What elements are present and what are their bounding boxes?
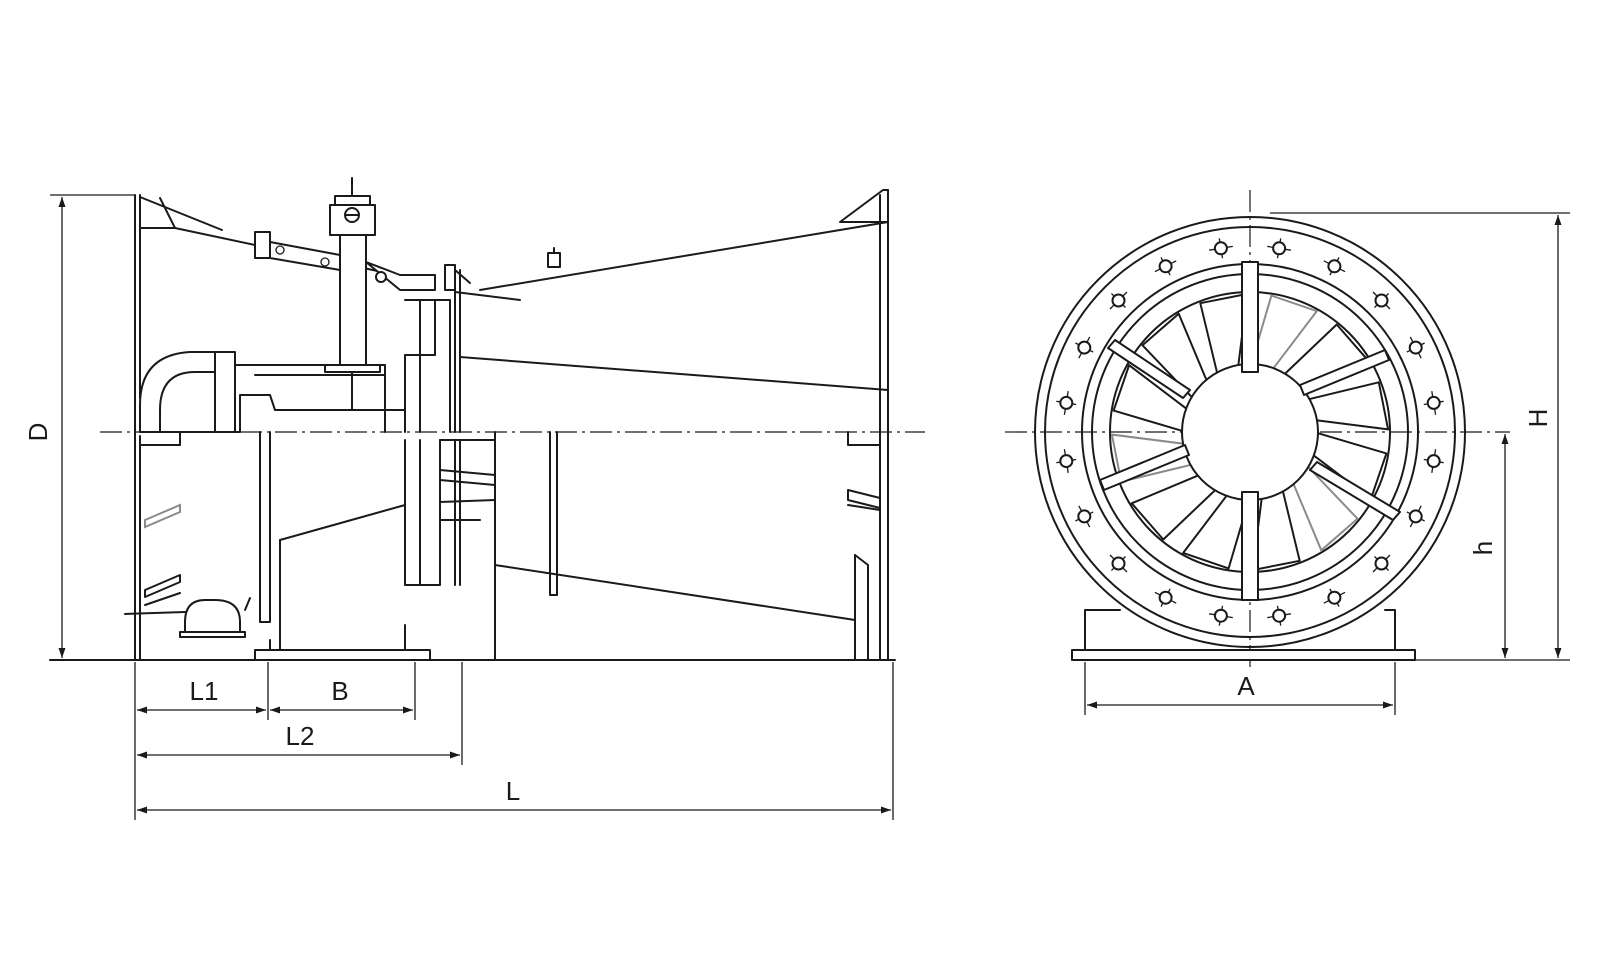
impeller-blades <box>1110 292 1390 572</box>
bolt-hole <box>1154 257 1177 276</box>
flange-outer-ring <box>1034 216 1466 648</box>
bolt-hole <box>1323 588 1346 607</box>
label-h-lower: h <box>1468 541 1498 555</box>
bolt-hole <box>1109 554 1128 573</box>
outlet-vane-line <box>847 504 881 511</box>
label-h-upper: H <box>1523 409 1553 428</box>
bolt-hole <box>1109 291 1128 310</box>
bolt-hole <box>1208 605 1233 626</box>
guide-vane-1 <box>144 503 181 529</box>
bolt-hole <box>1056 390 1077 415</box>
motor-base <box>254 431 558 661</box>
elbow-pipe <box>139 351 386 433</box>
flange-ring-2 <box>1044 226 1456 638</box>
bolt-hole <box>1372 291 1391 310</box>
bolt-hole <box>1267 238 1292 259</box>
guide-vane-2 <box>144 574 181 598</box>
bolt-hole <box>1075 336 1094 359</box>
top-actuator <box>254 177 561 411</box>
bolt-hole <box>1075 505 1094 528</box>
upper-shell <box>174 189 889 661</box>
hub-block <box>384 269 521 433</box>
label-l2: L2 <box>286 721 315 751</box>
front-base <box>1071 609 1416 661</box>
bolt-hole <box>1323 257 1346 276</box>
outlet-lip <box>847 431 881 446</box>
label-l: L <box>506 776 520 806</box>
bolt-hole <box>1056 449 1077 474</box>
bolt-hole <box>1423 390 1444 415</box>
label-b: B <box>331 676 348 706</box>
label-a: A <box>1237 671 1255 701</box>
bolt-hole <box>1423 449 1444 474</box>
inlet-bell <box>134 194 223 661</box>
bolt-hole <box>1406 336 1425 359</box>
side-view <box>49 177 925 661</box>
guide-vane-3 <box>144 592 181 606</box>
outlet-vane <box>847 489 881 509</box>
front-view <box>1005 190 1510 670</box>
bolt-hole <box>1406 505 1425 528</box>
label-l1: L1 <box>190 676 219 706</box>
side-dimensions: D L1 B L2 L <box>23 194 894 820</box>
label-d: D <box>23 423 53 442</box>
bolt-hole <box>1267 605 1292 626</box>
bottom-motor <box>124 597 251 638</box>
bolt-hole <box>1208 238 1233 259</box>
bolt-hole <box>1372 554 1391 573</box>
lower-shell <box>279 431 869 661</box>
bolt-hole <box>1154 588 1177 607</box>
front-dimensions: H h A <box>1084 212 1570 715</box>
support-struts <box>1099 261 1401 601</box>
inlet-lip <box>139 431 181 446</box>
impeller-hub <box>1181 363 1319 501</box>
bolt-holes <box>1056 238 1444 626</box>
